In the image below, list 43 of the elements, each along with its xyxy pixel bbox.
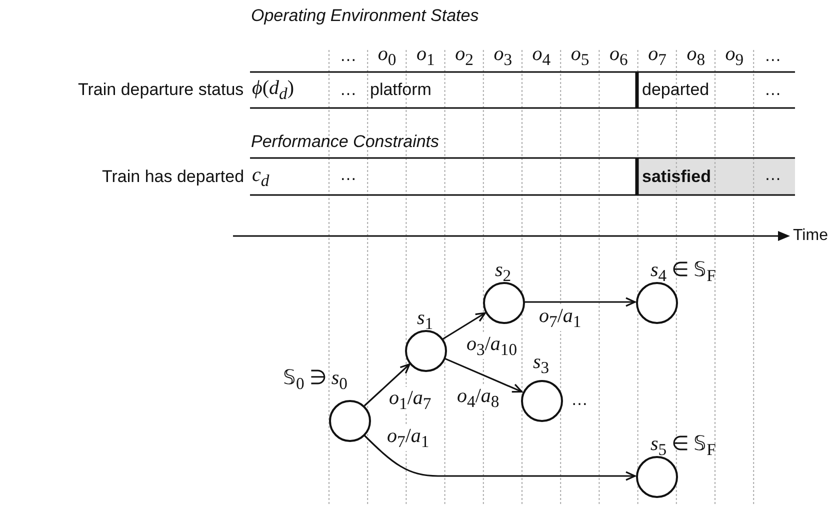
arrow (364, 363, 410, 406)
row-label: Train has departed (102, 167, 244, 187)
section-heading: Operating Environment States (251, 6, 479, 26)
axis-label: Time (793, 227, 828, 246)
observation-label: o$_{7}$ (648, 43, 666, 70)
ellipsis: … (764, 80, 782, 100)
edge-label: o$_{7}$/a$_{1}$ (538, 305, 582, 332)
ellipsis: … (571, 390, 588, 410)
state-label: s$_{2}$ (495, 259, 512, 286)
state-label: s$_{1}$ (417, 307, 434, 334)
state-value: departed (642, 80, 710, 100)
ellipsis: … (764, 165, 782, 185)
observation-label: o$_{0}$ (378, 43, 396, 70)
arrow (444, 358, 523, 393)
variable-label: ϕ(d$_{d}$) (252, 77, 294, 104)
state-label: 𝕊$_{0}$ ∋ s$_{0}$ (283, 367, 348, 394)
edge-label: o$_{3}$/a$_{10}$ (466, 333, 518, 360)
edge-label: o$_{1}$/a$_{7}$ (388, 387, 432, 414)
observation-label: o$_{4}$ (532, 43, 551, 70)
observation-label: o$_{2}$ (455, 43, 474, 70)
edge-label: o$_{4}$/a$_{8}$ (456, 385, 500, 412)
observation-label: o$_{3}$ (494, 43, 512, 70)
row-label: Train departure status (78, 80, 244, 100)
ellipsis: … (340, 165, 357, 185)
variable-label: c$_{d}$ (252, 164, 270, 190)
observation-label: o$_{6}$ (610, 43, 628, 70)
arrow (442, 312, 486, 340)
observation-label: o$_{1}$ (416, 43, 435, 70)
ellipsis: … (764, 46, 782, 66)
observation-label: o$_{5}$ (570, 43, 590, 70)
state-label: s$_{4}$ ∈ 𝕊$_{F}$ (650, 259, 716, 286)
arrow (362, 433, 636, 481)
observation-label: o$_{9}$ (725, 43, 744, 70)
state-value: platform (370, 80, 432, 100)
constraint-value: satisfied (642, 167, 711, 187)
edge-label: o$_{7}$/a$_{1}$ (386, 425, 430, 452)
arrow (524, 297, 636, 307)
observation-label: o$_{8}$ (686, 43, 706, 70)
state-label: s$_{3}$ (533, 351, 550, 378)
ellipsis: … (340, 80, 357, 100)
ellipsis: … (340, 46, 357, 66)
section-heading: Performance Constraints (251, 132, 440, 152)
state-label: s$_{5}$ ∈ 𝕊$_{F}$ (650, 433, 716, 460)
